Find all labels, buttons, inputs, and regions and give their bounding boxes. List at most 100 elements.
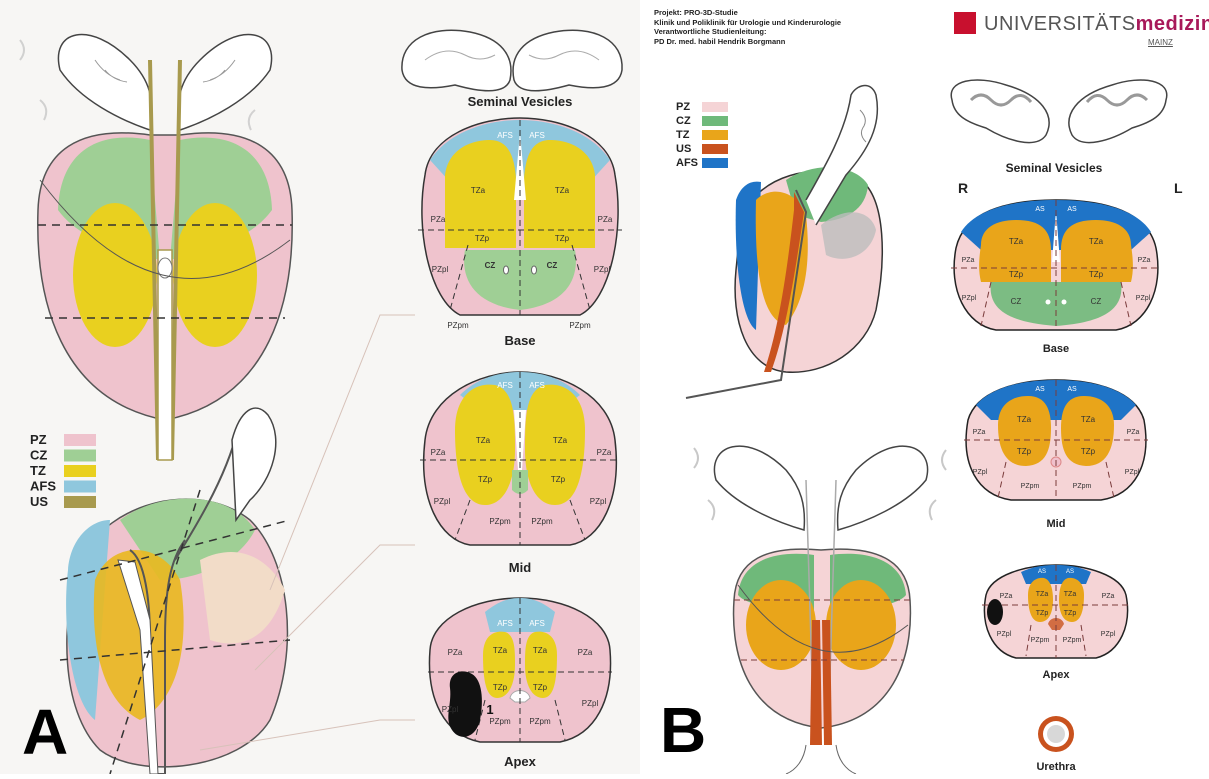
zone-label: PZa <box>448 648 463 657</box>
section-b-mid: AS AS TZa TZa TZp TZp PZa PZa PZpl PZpl … <box>964 380 1148 530</box>
zone-label: CZ <box>485 261 496 270</box>
zone-label: PZa <box>431 215 446 224</box>
zone-label: PZpl <box>1101 631 1116 638</box>
zone-label: TZp <box>475 234 490 243</box>
section-b-base: AS AS TZa TZa TZp TZp PZa PZa PZpl PZpl … <box>951 200 1161 355</box>
zone-label: PZpl <box>582 699 599 708</box>
zone-label: AFS <box>497 381 513 390</box>
zone-label: TZp <box>555 234 570 243</box>
zone-label: PZpm <box>1021 483 1040 490</box>
seminal-vesicles-label-b: Seminal Vesicles <box>1006 161 1103 175</box>
legend-swatch <box>702 102 728 112</box>
zone-label: PZa <box>962 257 975 264</box>
zone-label: TZp <box>478 475 493 484</box>
zone-label: TZp <box>1036 610 1049 617</box>
zone-label: TZp <box>533 683 548 692</box>
zone-label: TZa <box>1081 415 1096 424</box>
zone-label: AFS <box>529 619 545 628</box>
zone-label: AS <box>1035 206 1045 213</box>
section-title-base-b: Base <box>1043 343 1069 355</box>
panel-letter-b: B <box>660 698 706 762</box>
zone-label: TZp <box>1017 447 1032 456</box>
panel-letter-a: A <box>22 700 68 764</box>
section-title-apex-a: Apex <box>504 754 537 769</box>
zone-label: TZa <box>1036 591 1049 598</box>
urethra-label: Urethra <box>1036 761 1076 773</box>
legend-label: AFS <box>30 479 56 494</box>
zone-label: PZpl <box>962 295 977 302</box>
legend-swatch <box>702 144 728 154</box>
zone-label: TZa <box>533 646 548 655</box>
side-label-right: R <box>958 180 968 196</box>
zone-label: PZa <box>598 215 613 224</box>
zone-label: PZpl <box>442 705 459 714</box>
legend-label: US <box>30 494 48 509</box>
zone-label: TZa <box>1089 237 1104 246</box>
legend-label: PZ <box>30 432 47 447</box>
zone-label: AFS <box>497 619 513 628</box>
zone-label: AS <box>1067 206 1077 213</box>
zone-label: PZpm <box>489 517 511 526</box>
coronal-view-b <box>694 446 946 774</box>
zone-label: PZa <box>578 648 593 657</box>
zone-label: PZpl <box>594 265 611 274</box>
legend-label: TZ <box>676 129 690 141</box>
zone-label: PZa <box>1000 593 1013 600</box>
section-title-apex-b: Apex <box>1043 669 1071 681</box>
legend-swatch <box>64 496 96 508</box>
legend-label: CZ <box>30 448 47 463</box>
zone-label: PZa <box>1138 257 1151 264</box>
seminal-vesicles-label-a: Seminal Vesicles <box>468 94 573 109</box>
zone-label: TZp <box>1009 270 1024 279</box>
legend-swatch <box>702 116 728 126</box>
legend-swatch <box>64 434 96 446</box>
seminal-vesicles-b: Seminal Vesicles R L <box>951 80 1183 196</box>
zone-label: TZa <box>471 186 486 195</box>
coronal-view-a <box>38 35 292 460</box>
section-a-mid: AFS AFS TZa TZa TZp TZp PZa PZa PZpl PZp… <box>420 372 620 575</box>
section-title-base-a: Base <box>504 333 535 348</box>
zone-label: PZa <box>597 448 612 457</box>
side-label-left: L <box>1174 180 1183 196</box>
zone-label: PZpm <box>529 717 551 726</box>
zone-label: TZa <box>1009 237 1024 246</box>
zone-label: TZa <box>1064 591 1077 598</box>
panel-b: Projekt: PRO-3D-Studie Klinik und Polikl… <box>646 0 1209 774</box>
zone-label: PZa <box>1102 593 1115 600</box>
legend-swatch <box>702 158 728 168</box>
zone-label: PZa <box>431 448 446 457</box>
zone-label: AFS <box>497 131 513 140</box>
zone-label: PZpl <box>997 631 1012 638</box>
zone-label: CZ <box>547 261 558 270</box>
zone-label: PZpl <box>1125 469 1140 476</box>
zone-label: TZa <box>476 436 491 445</box>
zone-label: TZa <box>553 436 568 445</box>
legend-swatch <box>64 465 96 477</box>
legend-label: CZ <box>676 115 691 127</box>
zone-label: TZp <box>1081 447 1096 456</box>
section-b-apex: AS AS TZa TZa TZp TZp PZa PZa PZpl PZpl … <box>982 565 1130 681</box>
legend-swatch <box>64 450 96 462</box>
zone-label: AFS <box>529 131 545 140</box>
zone-label: PZpm <box>1073 483 1092 490</box>
zone-label: AS <box>1066 569 1074 575</box>
zone-label: TZa <box>1017 415 1032 424</box>
urethra-cross-section: Urethra <box>1036 716 1076 773</box>
section-title-mid-b: Mid <box>1047 518 1066 530</box>
zone-label: AFS <box>529 381 545 390</box>
lesion-marker <box>987 599 1003 625</box>
zone-label: AS <box>1038 569 1046 575</box>
legend-swatch <box>64 481 96 493</box>
legend-label: US <box>676 143 691 155</box>
section-title-mid-a: Mid <box>509 560 531 575</box>
zone-label: PZpl <box>973 469 988 476</box>
zone-label: TZp <box>1089 270 1104 279</box>
zone-label: PZpm <box>531 517 553 526</box>
zone-label: PZpl <box>434 497 451 506</box>
zone-label: TZa <box>493 646 508 655</box>
zone-label: PZa <box>973 429 986 436</box>
legend-swatch <box>702 130 728 140</box>
